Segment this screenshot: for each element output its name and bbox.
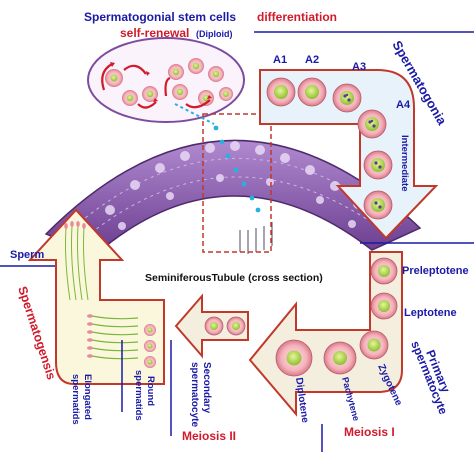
stem-cell-ellipse <box>87 37 245 123</box>
sperm-label: Sperm <box>10 249 44 261</box>
elongated-spermatids <box>91 315 139 360</box>
differentiation-label: differentiation <box>257 10 337 24</box>
sperm-tails <box>65 225 89 301</box>
diploid-label: (Diploid) <box>196 29 233 39</box>
primary-spermatocyte-arrow <box>248 251 403 417</box>
self-renewal-label: self-renewal <box>120 26 189 40</box>
spermatid-arrow <box>27 208 165 385</box>
a2-label: A2 <box>305 54 319 66</box>
a3-label: A3 <box>352 61 366 73</box>
spermatogenesis-label: Spermatogensis <box>15 285 58 382</box>
spermatogonia-arrow <box>259 69 439 240</box>
round-spermatids <box>144 324 156 368</box>
stem-cells-label: Spermatogonial stem cells <box>84 10 236 24</box>
intermediate-label: Intermediate <box>399 135 410 192</box>
magnification-box <box>202 113 272 253</box>
round-label-line1: Round <box>145 376 156 406</box>
elongated-label-line1: Elongated <box>82 374 93 420</box>
meiosis2-label: Meiosis II <box>182 429 236 443</box>
leptotene-label: Leptotene <box>404 307 457 319</box>
meiosis1-label: Meiosis I <box>344 425 395 439</box>
primary-spermatocyte-cells <box>275 257 398 377</box>
cyan-path <box>213 125 261 213</box>
a1-label: A1 <box>273 54 287 66</box>
secondary-spermatocyte-arrow <box>174 293 249 359</box>
a4-label: A4 <box>396 99 411 111</box>
tubule-label: SeminiferousTubule (cross section) <box>145 272 323 284</box>
secondary-label-line1: Secondary <box>201 362 212 414</box>
round-label-line2: spermatids <box>133 370 144 421</box>
preleptotene-label: Preleptotene <box>402 265 469 277</box>
spermatogonia-cells <box>266 77 393 220</box>
secondary-label-line2: spermatocyte <box>189 362 200 427</box>
self-renewal-arrows <box>101 63 211 109</box>
stem-cells-cluster <box>105 58 233 106</box>
elongated-label-line2: spermatids <box>70 374 81 425</box>
